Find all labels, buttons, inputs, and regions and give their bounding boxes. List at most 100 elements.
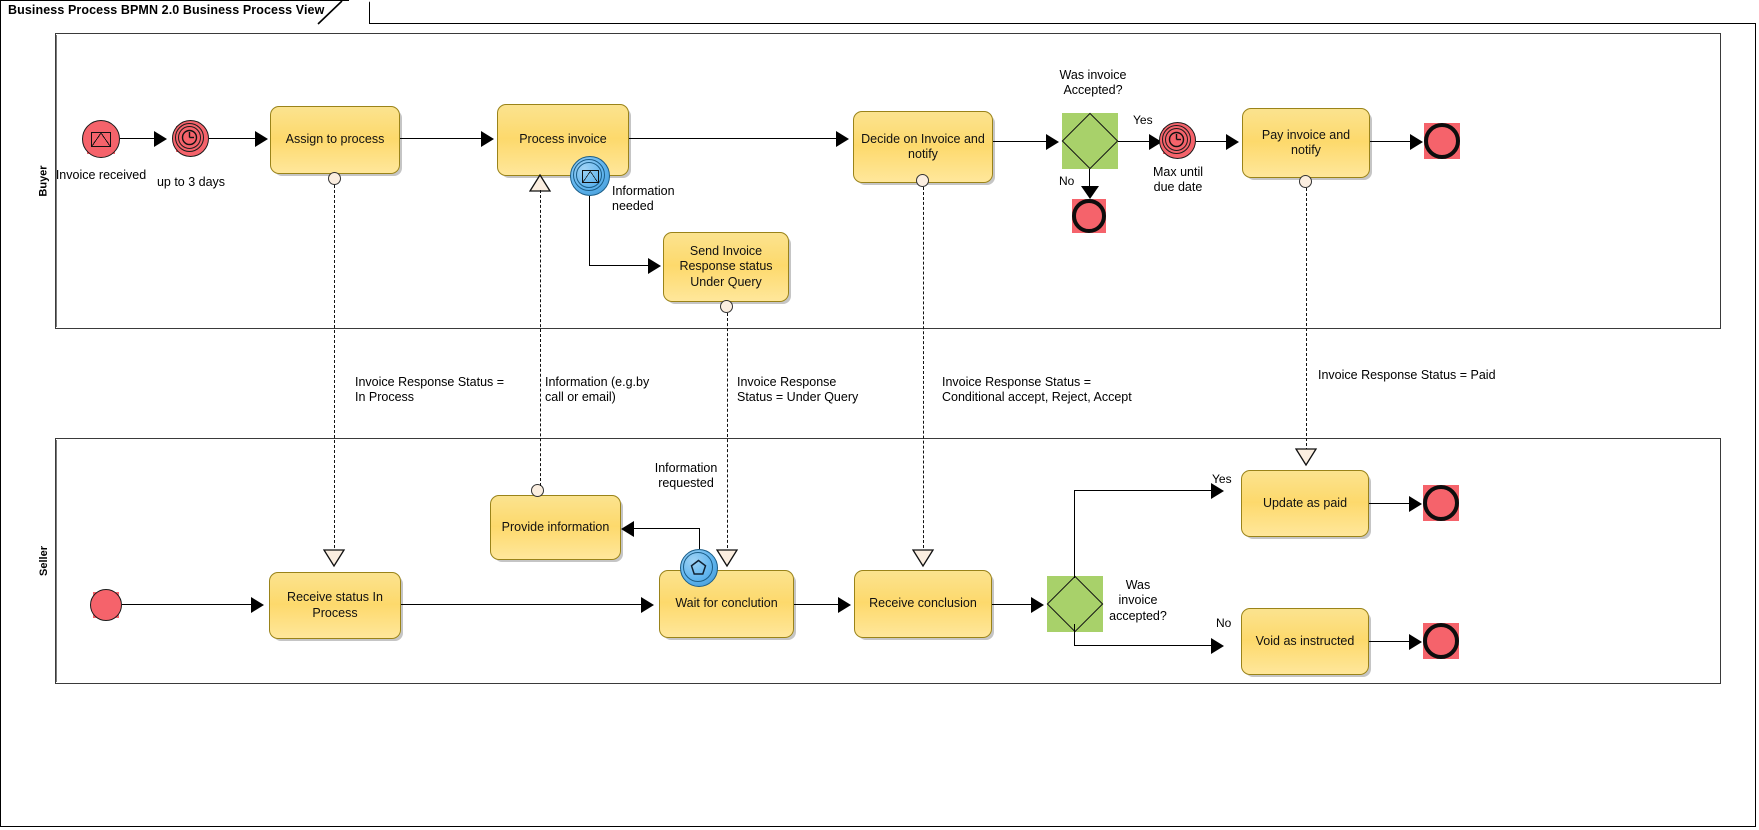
end-event-void[interactable] — [1423, 623, 1459, 659]
message-flow-1-label: Invoice Response Status = In Process — [355, 375, 505, 405]
task-void-as-instructed[interactable]: Void as instructed — [1241, 608, 1369, 675]
diagram-title: Business Process BPMN 2.0 Business Proce… — [8, 3, 325, 17]
flow-sellerstart-to-receive — [122, 604, 253, 606]
flow-update-to-end-arrow — [1409, 496, 1422, 512]
task-decide-on-invoice[interactable]: Decide on Invoice and notify — [853, 111, 993, 183]
flow-gateway-yes-label: Yes — [1133, 113, 1153, 127]
task-wait-for-conclution-label: Wait for conclution — [675, 596, 778, 611]
end-event-no[interactable] — [1072, 199, 1106, 233]
pool-buyer-inner — [56, 35, 1719, 327]
lane-header-seller: Seller — [33, 438, 56, 684]
start-event-seller[interactable] — [90, 589, 122, 621]
flow-void-to-end-arrow — [1409, 634, 1422, 650]
task-receive-conclusion[interactable]: Receive conclusion — [854, 570, 992, 638]
message-flow-1-line — [334, 185, 335, 553]
task-provide-information-label: Provide information — [501, 519, 610, 534]
flow-inforeq-v — [699, 528, 701, 549]
task-process-invoice[interactable]: Process invoice — [497, 104, 629, 176]
flow-update-to-end — [1369, 503, 1411, 505]
boundary-event-information-needed-label: Information needed — [612, 184, 675, 214]
message-flow-4-source-dot — [916, 174, 929, 187]
flow-decide-to-gateway-arrow — [1046, 134, 1059, 150]
message-flow-3-label: Invoice Response Status = Under Query — [737, 375, 859, 405]
flow-seller-no-arrow — [1211, 638, 1224, 654]
lane-label-seller: Seller — [38, 546, 50, 576]
title-tab-slash — [317, 0, 343, 25]
task-send-invoice-response-under-query-label: Send Invoice Response status Under Query — [679, 244, 773, 289]
task-assign-to-process-label: Assign to process — [285, 132, 385, 147]
flow-timer-to-assign — [209, 138, 257, 140]
boundary-event-information-requested[interactable] — [680, 549, 718, 587]
task-receive-status-in-process-label: Receive status In Process — [287, 590, 383, 620]
start-event-invoice-received[interactable] — [82, 120, 120, 158]
flow-timer-to-pay-arrow — [1226, 134, 1239, 150]
flow-seller-yes-label: Yes — [1212, 472, 1232, 486]
task-send-invoice-response-under-query[interactable]: Send Invoice Response status Under Query — [663, 232, 789, 302]
flow-infoneeded-v — [589, 196, 591, 266]
flow-sellerstart-to-receive-arrow — [251, 597, 264, 613]
flow-seller-no-label: No — [1216, 616, 1232, 630]
timer-event-max-until-due-date-label: Max until due date — [1152, 165, 1204, 195]
timer-event-max-until-due-date[interactable] — [1159, 122, 1196, 159]
flow-receiveconc-to-gw — [992, 604, 1034, 606]
flow-pay-to-end-arrow — [1410, 134, 1423, 150]
clock-icon — [181, 129, 198, 146]
message-flow-5-label: Invoice Response Status = Paid — [1318, 368, 1496, 382]
message-flow-3-arrow — [716, 549, 739, 568]
end-event-paid[interactable] — [1424, 123, 1460, 159]
message-flow-4-line — [923, 187, 924, 553]
flow-gateway-yes — [1118, 141, 1152, 143]
message-flow-3-line — [727, 313, 728, 553]
start-event-invoice-received-label: Invoice received — [55, 168, 147, 182]
timer-event-3days-label: up to 3 days — [156, 175, 226, 189]
diagram-title-tab — [0, 0, 371, 27]
task-pay-invoice-and-notify[interactable]: Pay invoice and notify — [1242, 108, 1370, 178]
message-flow-2-source-dot — [531, 484, 544, 497]
task-receive-conclusion-label: Receive conclusion — [869, 596, 977, 611]
flow-gateway-yes-arrow — [1149, 134, 1162, 150]
flow-seller-yes-h — [1074, 490, 1213, 492]
flow-timer-to-pay — [1196, 141, 1228, 143]
gateway-accepted-label: Was invoice Accepted? — [1059, 68, 1127, 98]
boundary-ring-outer — [573, 159, 605, 191]
task-void-as-instructed-label: Void as instructed — [1255, 633, 1355, 648]
multiple-event-icon — [690, 559, 707, 575]
flow-process-to-decide — [629, 138, 837, 140]
task-assign-to-process[interactable]: Assign to process — [270, 106, 400, 174]
task-wait-for-conclution[interactable]: Wait for conclution — [659, 570, 794, 638]
task-receive-status-in-process[interactable]: Receive status In Process — [269, 572, 401, 639]
task-pay-invoice-and-notify-label: Pay invoice and notify — [1261, 127, 1351, 157]
flow-timer-to-assign-arrow — [255, 131, 268, 147]
task-provide-information[interactable]: Provide information — [490, 495, 621, 560]
flow-gateway-no-label: No — [1059, 174, 1075, 188]
flow-infoneeded-arrow — [648, 258, 661, 274]
boundary-event-information-needed[interactable] — [570, 156, 610, 196]
flow-void-to-end — [1369, 641, 1411, 643]
flow-seller-no-v — [1074, 624, 1076, 646]
message-flow-5-line — [1306, 188, 1307, 451]
flow-receiveconc-to-gw-arrow — [1031, 597, 1044, 613]
message-flow-1-arrow — [323, 549, 346, 568]
flow-process-to-decide-arrow — [836, 131, 849, 147]
pool-seller-inner — [56, 440, 1719, 682]
task-decide-on-invoice-label: Decide on Invoice and notify — [861, 131, 985, 161]
flow-gateway-no-arrow — [1081, 186, 1099, 199]
flow-decide-to-gateway — [993, 141, 1049, 143]
message-flow-4-label: Invoice Response Status = Conditional ac… — [942, 375, 1132, 405]
message-flow-5-arrow — [1295, 448, 1318, 467]
flow-gateway-no — [1089, 169, 1091, 191]
timer-ring-outer — [175, 123, 204, 152]
timer-maxdue-ring-inner — [1165, 128, 1188, 151]
task-update-as-paid[interactable]: Update as paid — [1241, 470, 1369, 537]
flow-assign-to-process-arrow — [481, 131, 494, 147]
task-update-as-paid-label: Update as paid — [1262, 495, 1348, 510]
gateway-seller-accepted-label: Was invoice accepted? — [1109, 578, 1167, 623]
boundary-multi-ring-outer — [683, 552, 713, 582]
message-icon — [91, 131, 111, 147]
flow-seller-yes-arrow — [1211, 483, 1224, 499]
timer-event-3days[interactable] — [172, 120, 209, 157]
flow-assign-to-process — [400, 138, 482, 140]
end-event-update[interactable] — [1423, 485, 1459, 521]
flow-seller-yes-v — [1074, 490, 1076, 578]
message-flow-2-label: Information (e.g.by call or email) — [545, 375, 650, 405]
